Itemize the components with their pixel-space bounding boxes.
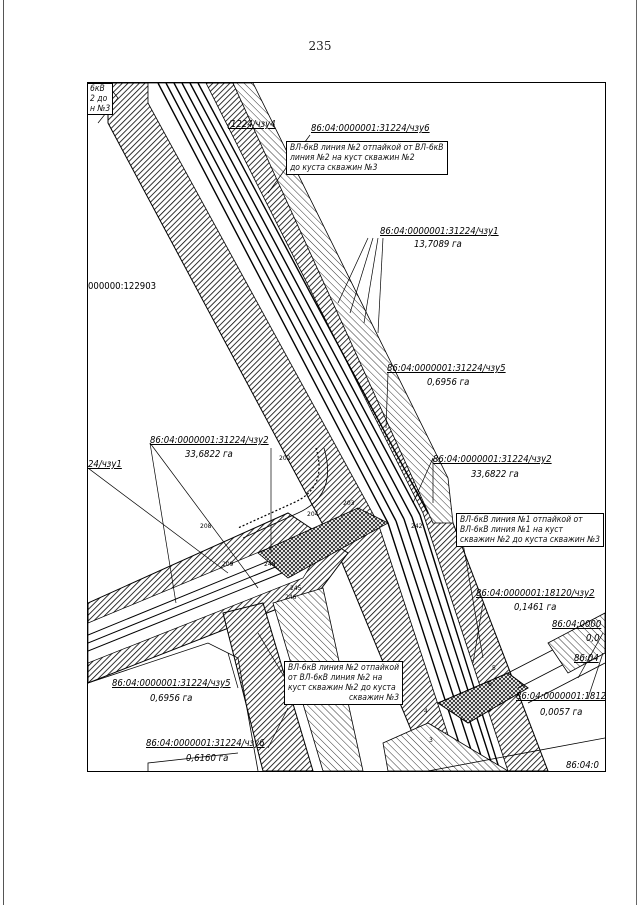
label-1224-chzu5-bottom: 86:04:0000001:31224/чзу5 (112, 678, 231, 689)
leader-lines (88, 134, 604, 749)
point-3: 3 (429, 737, 433, 744)
label-24-chzu1: 24/чзу1 (88, 459, 122, 470)
box-line2-bottom: ВЛ-6кВ линия №2 отпайкой от ВЛ-6кВ линия… (284, 661, 404, 705)
area-chzu5-bottom: 0,6956 га (150, 693, 193, 704)
area-chzu2-left: 33,6822 га (185, 449, 233, 460)
map-frame: 6кВ 2 до н №3 /1224/чзу4 86:04:0000001:3… (87, 82, 606, 772)
point-248: 248 (264, 561, 276, 568)
label-18120-chzu2: 86:04:0000001:18120/чзу2 (476, 588, 595, 599)
area-chzu6-bottom: 0,6160 га (186, 753, 229, 764)
box-line1-right: ВЛ-6кВ линия №1 отпайкой от ВЛ-6кВ линия… (456, 513, 604, 547)
junction-area (257, 507, 389, 579)
label-1224-chzu4: /1224/чзу4 (228, 119, 276, 130)
main-corridor-inner (147, 83, 509, 771)
label-1224-chzu2-right: 86:04:0000001:31224/чзу2 (433, 454, 552, 465)
label-1224-chzu5-right: 86:04:0000001:31224/чзу5 (387, 363, 506, 374)
area-chzu2-right: 33,6822 га (471, 469, 519, 480)
label-1224-chzu6-bottom: 86:04:0000001:31224/чзу6 (146, 738, 265, 749)
point-209: 209 (222, 561, 234, 568)
label-1224-chzu1: 86:04:0000001:31224/чзу1 (380, 226, 499, 237)
point-208: 208 (200, 523, 212, 530)
label-1224-chzu6: 86:04:0000001:31224/чзу6 (311, 123, 430, 134)
crossing-area (436, 672, 529, 724)
point-204: 204 (307, 511, 319, 518)
page-number: 235 (308, 39, 332, 53)
map-drawing (88, 83, 605, 771)
label-1224-chzu2-left: 86:04:0000001:31224/чзу2 (150, 435, 269, 446)
point-5: 5 (492, 665, 496, 672)
area-1812-partial: 0,0057 га (540, 707, 583, 718)
area-chzu1: 13,7089 га (414, 239, 462, 250)
point-246: 246 (285, 594, 297, 601)
point-4: 4 (424, 708, 428, 715)
right-band (232, 83, 454, 524)
point-245: 245 (290, 585, 302, 592)
page-edge-left (3, 0, 4, 905)
point-202: 202 (279, 455, 291, 462)
lower-left-boundary (88, 642, 259, 771)
label-edge-1: 86:04:0000 (552, 619, 602, 630)
point-203: 203 (343, 500, 355, 507)
lower-corridor (222, 602, 314, 771)
label-1812-partial: 86:04:0000001:1812 (516, 691, 606, 702)
area-edge-1: 0,0 (586, 633, 600, 644)
point-6: 6 (488, 681, 492, 688)
area-18120-chzu2: 0,1461 га (514, 602, 557, 613)
page-edge-right (636, 0, 637, 905)
curved-road (237, 447, 320, 529)
power-line-bundle (157, 83, 501, 771)
point-242: 242 (411, 523, 423, 530)
label-122903: 000000:122903 (88, 281, 157, 292)
bottom-right-parcel (382, 722, 509, 771)
label-edge-3: 86:04:0 (566, 760, 599, 771)
area-chzu5-right: 0,6956 га (427, 377, 470, 388)
left-edge-box: 6кВ 2 до н №3 (88, 83, 114, 115)
label-edge-2: 86:04 (574, 653, 599, 664)
box-line2-top: ВЛ-6кВ линия №2 отпайкой от ВЛ-6кВ линия… (286, 141, 448, 175)
